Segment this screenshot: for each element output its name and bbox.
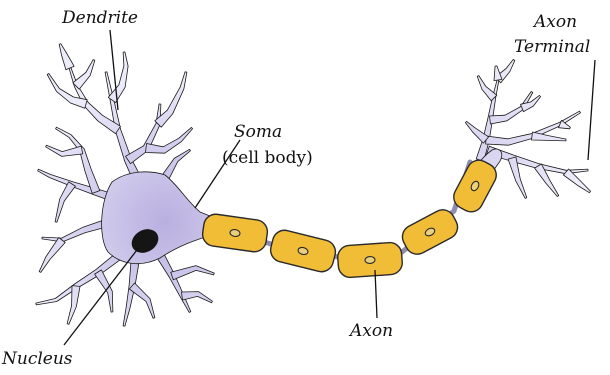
myelin-segment [201, 213, 269, 254]
myelin-segment [268, 228, 338, 275]
dendrite-branch [55, 182, 75, 222]
soma-note-label: (cell body) [222, 148, 313, 168]
dendrite-branch [126, 104, 161, 164]
cell-body [102, 172, 215, 264]
dendrite-branch [129, 283, 155, 318]
axon-label: Axon [348, 321, 393, 341]
dendrite-branch [73, 60, 95, 90]
myelin-sheath [201, 156, 500, 278]
axon-terminal-branch [532, 132, 567, 141]
soma-label: Soma [234, 122, 282, 142]
dendrite-branch [39, 238, 65, 273]
axon-terminal-leader-line [588, 60, 595, 160]
myelin-segment [398, 206, 462, 259]
axon-leader-line [375, 270, 377, 318]
dendrite-label: Dendrite [61, 8, 138, 28]
dendrite-branch [108, 52, 128, 103]
dendrite-branch [171, 266, 215, 280]
myelin-segment [337, 242, 403, 278]
dendrite-branch [46, 145, 83, 156]
axon-terminal-branch [521, 95, 541, 111]
axon-terminal-label-line2: Terminal [514, 37, 590, 57]
dendrite-branch [95, 270, 113, 312]
dendrite-branch [59, 44, 74, 70]
dendrite-branch [155, 72, 187, 127]
dendrite-branch [157, 253, 191, 312]
schwann-nucleus [365, 256, 375, 263]
dendrite-branch [42, 218, 111, 242]
axon-terminal-label-line1: Axon [532, 12, 577, 32]
nucleus-label: Nucleus [1, 349, 73, 369]
soma-shape [36, 44, 215, 327]
